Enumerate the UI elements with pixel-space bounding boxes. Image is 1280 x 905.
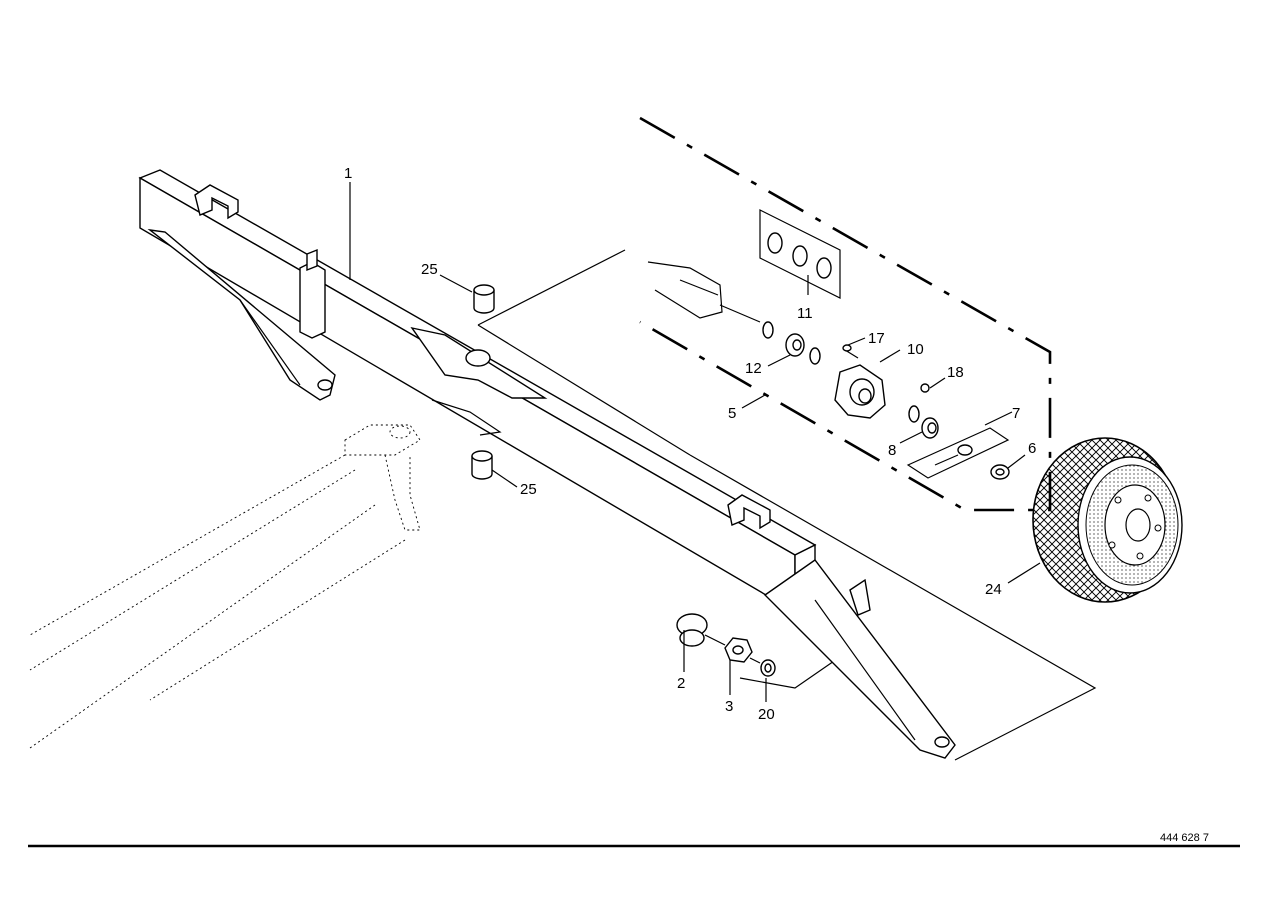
- callout-24: 24: [985, 581, 1002, 598]
- detail-frame: [639, 116, 1052, 512]
- callout-2: 2: [677, 675, 685, 692]
- callout-10: 10: [907, 341, 924, 358]
- leader-lines: [349, 182, 1041, 702]
- callout-11: 11: [797, 305, 813, 322]
- callout-7: 7: [1012, 405, 1020, 422]
- bush-upper: [473, 284, 495, 314]
- callout-20: 20: [758, 706, 775, 723]
- callout-12: 12: [745, 360, 762, 377]
- callout-8: 8: [888, 442, 896, 459]
- callout-labels: 1 25 25 11 17 10 12 18 5 7 8 6 24 2 3 20: [344, 165, 1036, 723]
- main-beam: [138, 169, 956, 759]
- callout-6: 6: [1028, 440, 1036, 457]
- lower-hardware: [676, 613, 776, 677]
- callout-17: 17: [868, 330, 885, 347]
- bush-lower: [471, 450, 493, 480]
- callout-1: 1: [344, 165, 352, 182]
- wheel: [1032, 437, 1183, 603]
- hub-assembly: [762, 321, 1010, 480]
- callout-18: 18: [947, 364, 964, 381]
- callout-25-upper: 25: [421, 261, 438, 278]
- callout-25-lower: 25: [520, 481, 537, 498]
- seal-kit: [759, 209, 841, 299]
- callout-3: 3: [725, 698, 733, 715]
- base-plate: [477, 249, 1097, 761]
- ghost-frame: [29, 424, 421, 749]
- doc-number: 444 628 7: [1160, 832, 1209, 844]
- stub-axle: [647, 261, 761, 323]
- callout-5: 5: [728, 405, 736, 422]
